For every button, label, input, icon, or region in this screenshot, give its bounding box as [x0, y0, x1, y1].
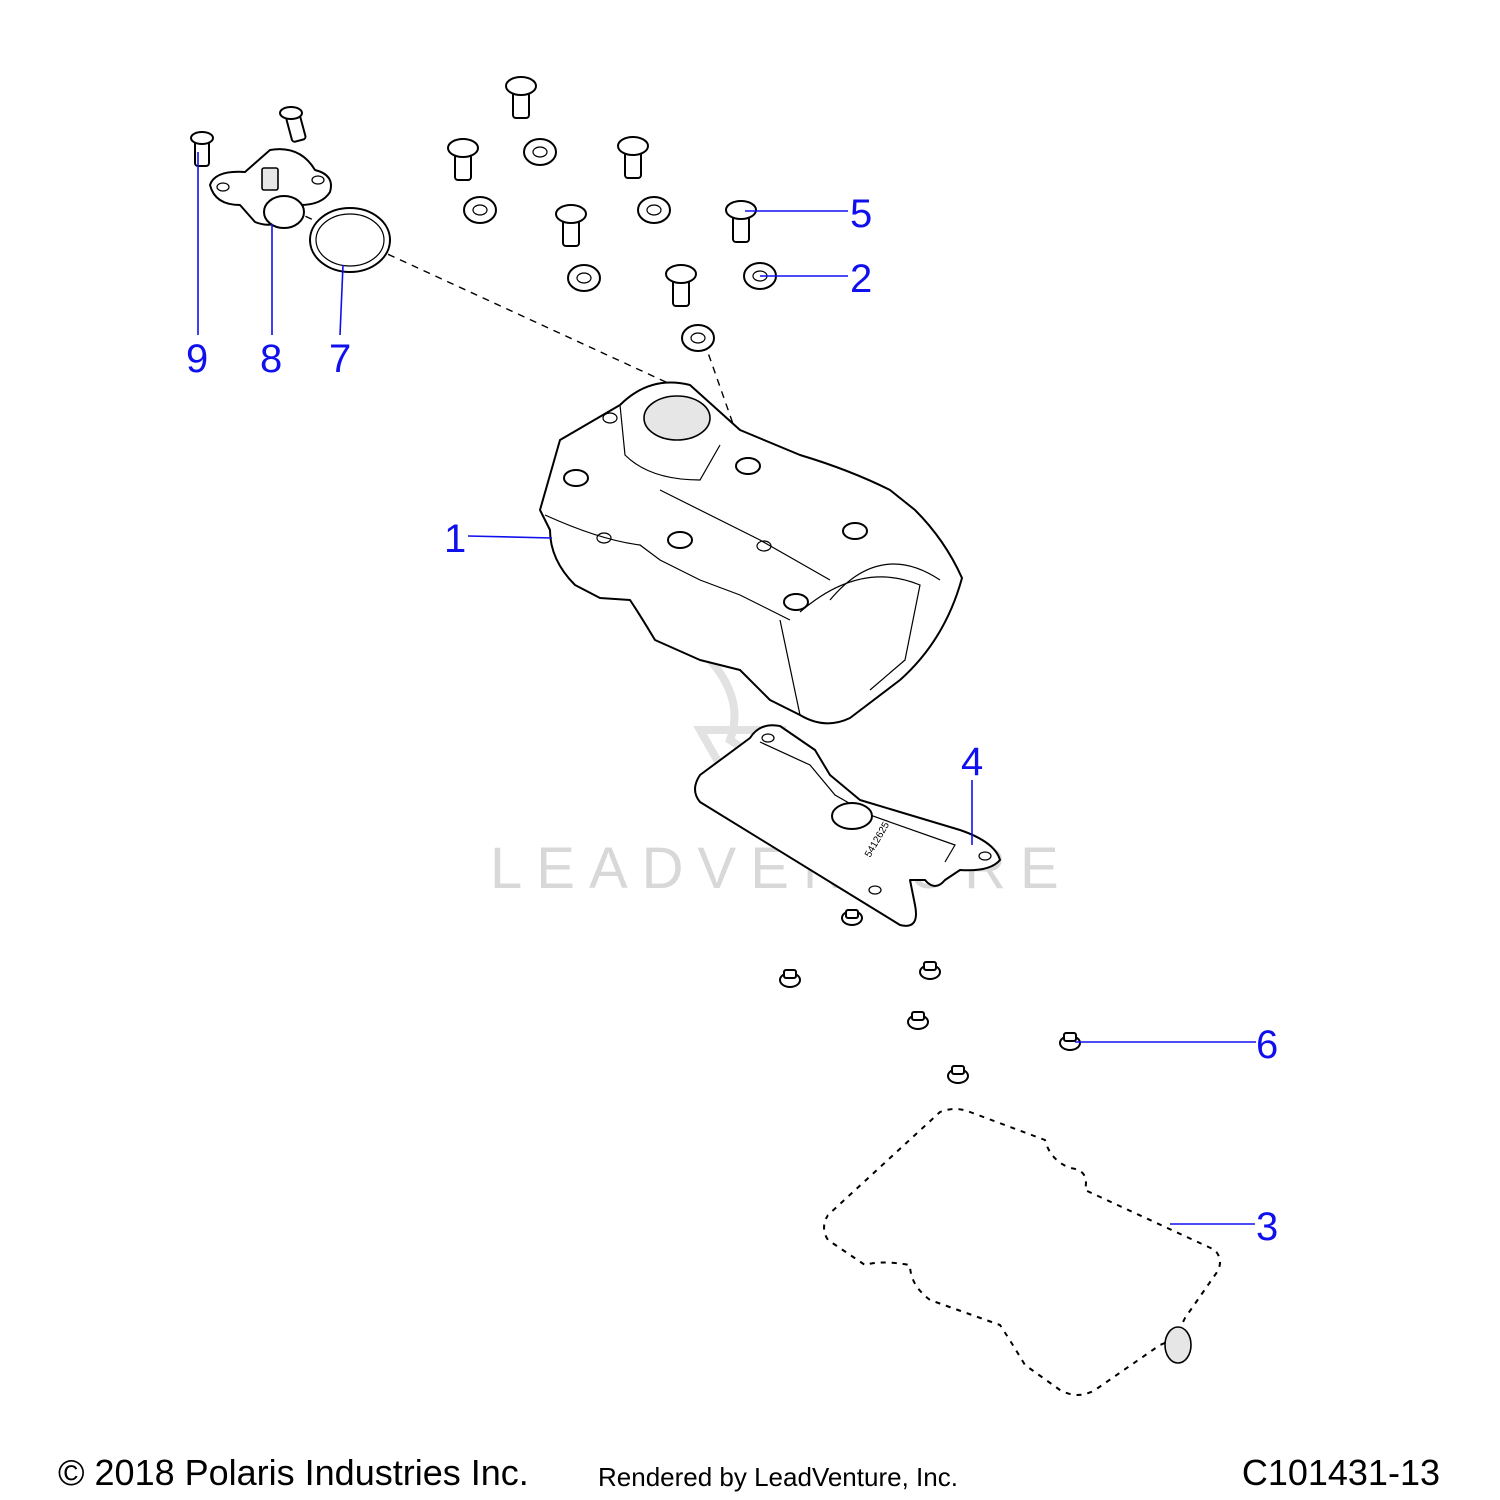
o-ring-part-7: [309, 207, 391, 273]
cover-gasket-part-3: [822, 1107, 1222, 1397]
callout-6: 6: [1256, 1023, 1278, 1067]
valve-cover-part-1: [539, 381, 963, 725]
copyright-text: © 2018 Polaris Industries Inc.: [58, 1452, 529, 1493]
grommets-part-2: [463, 138, 777, 352]
bolt-part-9: [190, 106, 307, 167]
callout-4: 4: [961, 740, 983, 784]
gasket-part-4: 5412625: [694, 724, 1001, 927]
housing-part-8: [209, 148, 332, 229]
callout-7: 7: [329, 337, 351, 381]
rendered-by-text: Rendered by LeadVenture, Inc.: [598, 1462, 958, 1492]
leader-lines: [197, 152, 1256, 1225]
fasteners-part-6: [779, 909, 1081, 1084]
callout-9: 9: [186, 337, 208, 381]
callout-8: 8: [260, 337, 282, 381]
part-code: C101431-13: [1241, 1452, 1440, 1493]
callout-1: 1: [444, 517, 466, 561]
callout-5: 5: [850, 192, 872, 236]
callout-3: 3: [1256, 1205, 1278, 1249]
bolts-part-5: [447, 76, 757, 307]
callout-2: 2: [850, 257, 872, 301]
